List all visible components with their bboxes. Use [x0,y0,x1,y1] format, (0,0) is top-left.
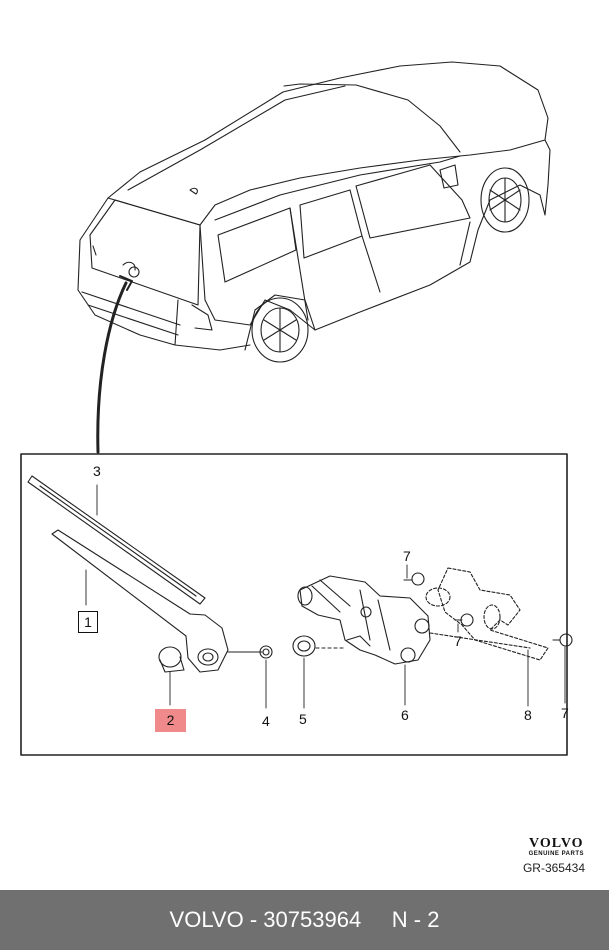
callout-7-top: 7 [403,548,411,564]
cap-part [158,646,185,673]
seal-part [292,635,346,657]
bolt-parts [403,572,573,647]
exploded-view-frame [20,453,568,756]
nut-part [259,645,273,659]
leader-arrow [96,281,128,454]
wiper-blade-part [27,475,206,605]
brand-logo: VOLVO GENUINE PARTS [529,836,584,857]
brand-logo-text: VOLVO [529,836,584,851]
footer-separator: - [243,907,264,932]
callout-6: 6 [401,707,409,723]
callout-4: 4 [262,713,270,729]
callout-2-highlighted: 2 [155,709,186,732]
footer-code: N - 2 [391,907,440,932]
footer-brand: VOLVO [169,907,244,932]
car-illustration [77,61,551,363]
footer-part-number: 30753964 [263,907,362,932]
wiper-motor-part [297,575,431,665]
callout-8: 8 [524,707,532,723]
bracket-part [425,567,549,661]
footer-gap [361,907,392,933]
callout-1: 1 [78,611,98,633]
brand-subtitle: GENUINE PARTS [528,851,584,857]
footer-bar: VOLVO - 30753964 N - 2 [0,890,609,950]
parts-diagram [20,61,573,756]
callout-5: 5 [299,711,307,727]
callout-leaders [85,484,566,709]
callout-3: 3 [93,463,101,479]
callout-7-right: 7 [561,705,569,721]
callout-7-middle: 7 [454,633,462,649]
reference-code: GR-365434 [522,861,585,875]
wiper-arm-part [51,529,263,673]
